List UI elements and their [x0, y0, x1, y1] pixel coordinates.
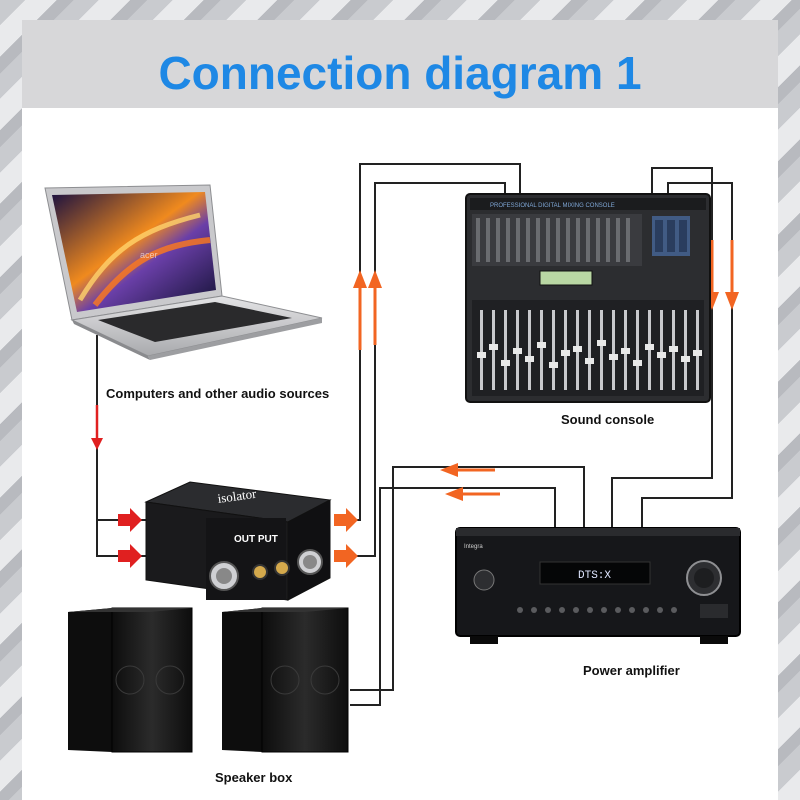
speaker-1	[111, 607, 193, 753]
speakers	[68, 607, 349, 753]
cable-amp-to-speaker-a	[350, 466, 585, 691]
arrow-right-orange-2	[334, 544, 358, 568]
header-bar: Connection diagram 1	[22, 20, 778, 108]
laptop-brand: acer	[140, 250, 158, 260]
console-display-text: PROFESSIONAL DIGITAL MIXING CONSOLE	[490, 203, 615, 209]
console-knobs	[472, 214, 642, 266]
signal-arrows	[91, 240, 739, 568]
power-amplifier: Integra DTS:X	[455, 527, 741, 644]
page-title: Connection diagram 1	[158, 47, 642, 99]
jack-connector-left	[252, 564, 268, 580]
sound-console: PROFESSIONAL DIGITAL MIXING CONSOLE	[465, 193, 711, 403]
cable-console-to-amp-b	[641, 182, 733, 528]
speaker-2	[261, 607, 349, 753]
isolator-top-text: isolator	[217, 486, 258, 506]
amplifier-brand: Integra	[464, 544, 483, 550]
label-power-amplifier: Power amplifier	[583, 663, 680, 678]
isolator-box: isolator OUT PUT	[144, 481, 332, 601]
speaker-1-side	[68, 608, 112, 752]
speaker-2-side	[222, 608, 262, 752]
amplifier-display	[539, 561, 651, 585]
arrow-right-orange-1	[334, 508, 358, 532]
cable-laptop-to-isolator	[96, 335, 146, 521]
label-computer: Computers and other audio sources	[106, 386, 330, 401]
arrow-right-red-2	[118, 544, 142, 568]
cable-amp-to-speaker-b	[350, 487, 556, 706]
cable-console-to-amp-a	[611, 167, 713, 528]
console-screen	[539, 270, 593, 286]
label-speaker-box: Speaker box	[215, 770, 293, 785]
laptop: acer	[44, 184, 323, 360]
laptop-keyboard	[98, 302, 292, 342]
label-sound-console: Sound console	[561, 412, 655, 427]
cable-isolator-to-console-b	[336, 182, 506, 557]
arrow-right-red-1	[118, 508, 142, 532]
isolator-output-label: OUT PUT	[234, 534, 278, 545]
jack-connector-right	[274, 560, 290, 576]
amplifier-display-text: DTS:X	[578, 570, 611, 582]
